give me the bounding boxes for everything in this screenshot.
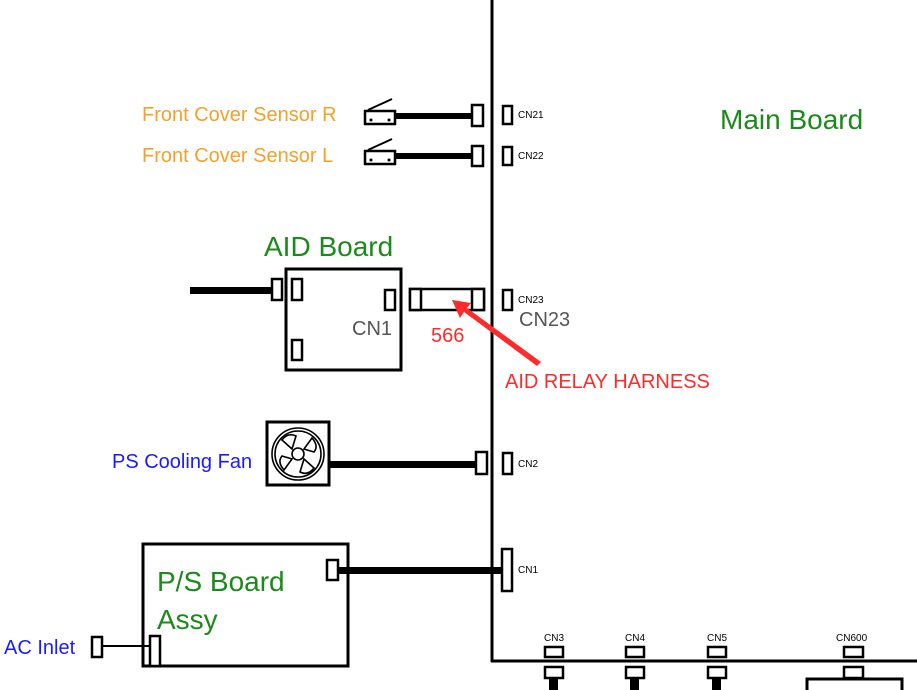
- cn5-label: CN5: [707, 633, 727, 644]
- cn3-label: CN3: [544, 633, 564, 644]
- front-cover-sensor-l: Front Cover Sensor L CN22: [142, 138, 544, 168]
- ac-inlet-label: AC Inlet: [4, 637, 76, 659]
- cn22-connector: [501, 145, 514, 167]
- switch-icon: [363, 109, 397, 126]
- cn1-connector: [500, 547, 514, 593]
- ps-cooling-fan: PS Cooling Fan CN2: [112, 420, 538, 487]
- part-number: 566: [431, 325, 464, 347]
- fan-icon: [271, 427, 325, 481]
- cn2-connector: [501, 451, 514, 476]
- switch-icon: [363, 149, 397, 166]
- aid-cn1-connector: [383, 288, 397, 312]
- sensor-l-label: Front Cover Sensor L: [142, 145, 333, 167]
- harness-connector: [470, 144, 485, 168]
- aid-cn1-label: CN1: [352, 318, 392, 340]
- cn600-label: CN600: [836, 633, 868, 644]
- harness-connector: [470, 103, 485, 128]
- fan-label: PS Cooling Fan: [112, 451, 252, 473]
- sensor-r-label: Front Cover Sensor R: [142, 104, 337, 126]
- bottom-connectors: CN3 CN4 CN5 CN600: [543, 633, 904, 690]
- ps-board-subtitle: Assy: [157, 604, 218, 635]
- cn23-small-label: CN23: [518, 295, 544, 306]
- ac-inlet: AC Inlet: [4, 634, 162, 668]
- cn4-label: CN4: [625, 633, 645, 644]
- aid-board-title: AID Board: [264, 231, 393, 262]
- aid-board: AID Board CN1 CN23 CN23: [190, 231, 570, 372]
- cn22-label: CN22: [518, 151, 544, 162]
- cn23-large-label: CN23: [519, 309, 570, 331]
- main-board-title: Main Board: [720, 104, 863, 135]
- annotation: 566 AID RELAY HARNESS: [431, 300, 710, 393]
- cn2-label: CN2: [518, 459, 538, 470]
- annotation-text: AID RELAY HARNESS: [505, 371, 710, 393]
- cn21-label: CN21: [518, 110, 544, 121]
- cable: [190, 287, 273, 294]
- cn23-connector: [501, 288, 514, 312]
- arrow-icon: [452, 300, 541, 366]
- cn1-label: CN1: [518, 565, 538, 576]
- ps-board: P/S Board Assy CN1: [141, 542, 538, 668]
- cn21-connector: [501, 104, 514, 126]
- front-cover-sensor-r: Front Cover Sensor R CN21: [142, 98, 544, 128]
- ps-board-title: P/S Board: [157, 566, 285, 597]
